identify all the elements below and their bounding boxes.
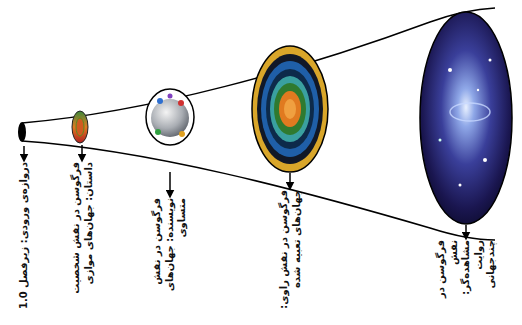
stage-label: فرگوسن در نقش نویسنده: جهان‌های متساوی (151, 198, 189, 314)
stage-label: فرگوسن در نقش راوی: جهان‌های تعبیه شده (278, 190, 303, 314)
label-text: فرگوسن در نقش مشاهده‌گر: روایت چندجهانی (435, 240, 496, 298)
label-text: فرگوسن در نقش شخصیت داستان: جهان‌های موا… (70, 162, 94, 294)
stage-label: دروازه‌ی ورودی: زیرفصل 1.0 (18, 162, 31, 310)
label-text: فرگوسن در نقش نویسنده: جهان‌های متساوی (151, 198, 187, 291)
stage-label: فرگوسن در نقش شخصیت داستان: جهان‌های موا… (70, 162, 95, 310)
label-text: دروازه‌ی ورودی: زیرفصل 1.0 (18, 162, 29, 309)
stage-label: فرگوسن در نقش مشاهده‌گر: روایت چندجهانی (435, 240, 498, 320)
label-text: فرگوسن در نقش راوی: جهان‌های تعبیه شده (278, 190, 302, 309)
